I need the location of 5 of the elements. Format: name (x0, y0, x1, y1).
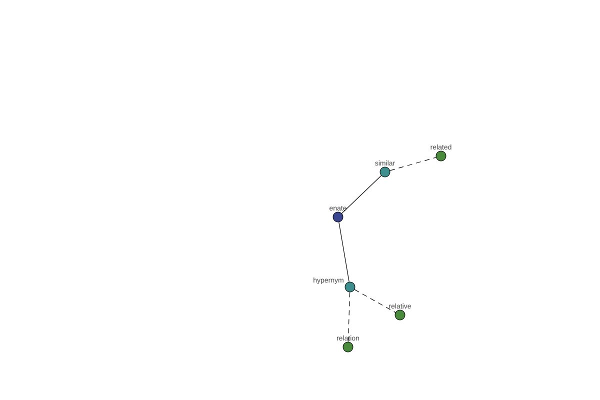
connector-line (390, 157, 436, 171)
connector-line (338, 222, 350, 282)
connector-line (342, 175, 382, 214)
connector-line (354, 289, 396, 313)
connector-line (348, 292, 350, 342)
